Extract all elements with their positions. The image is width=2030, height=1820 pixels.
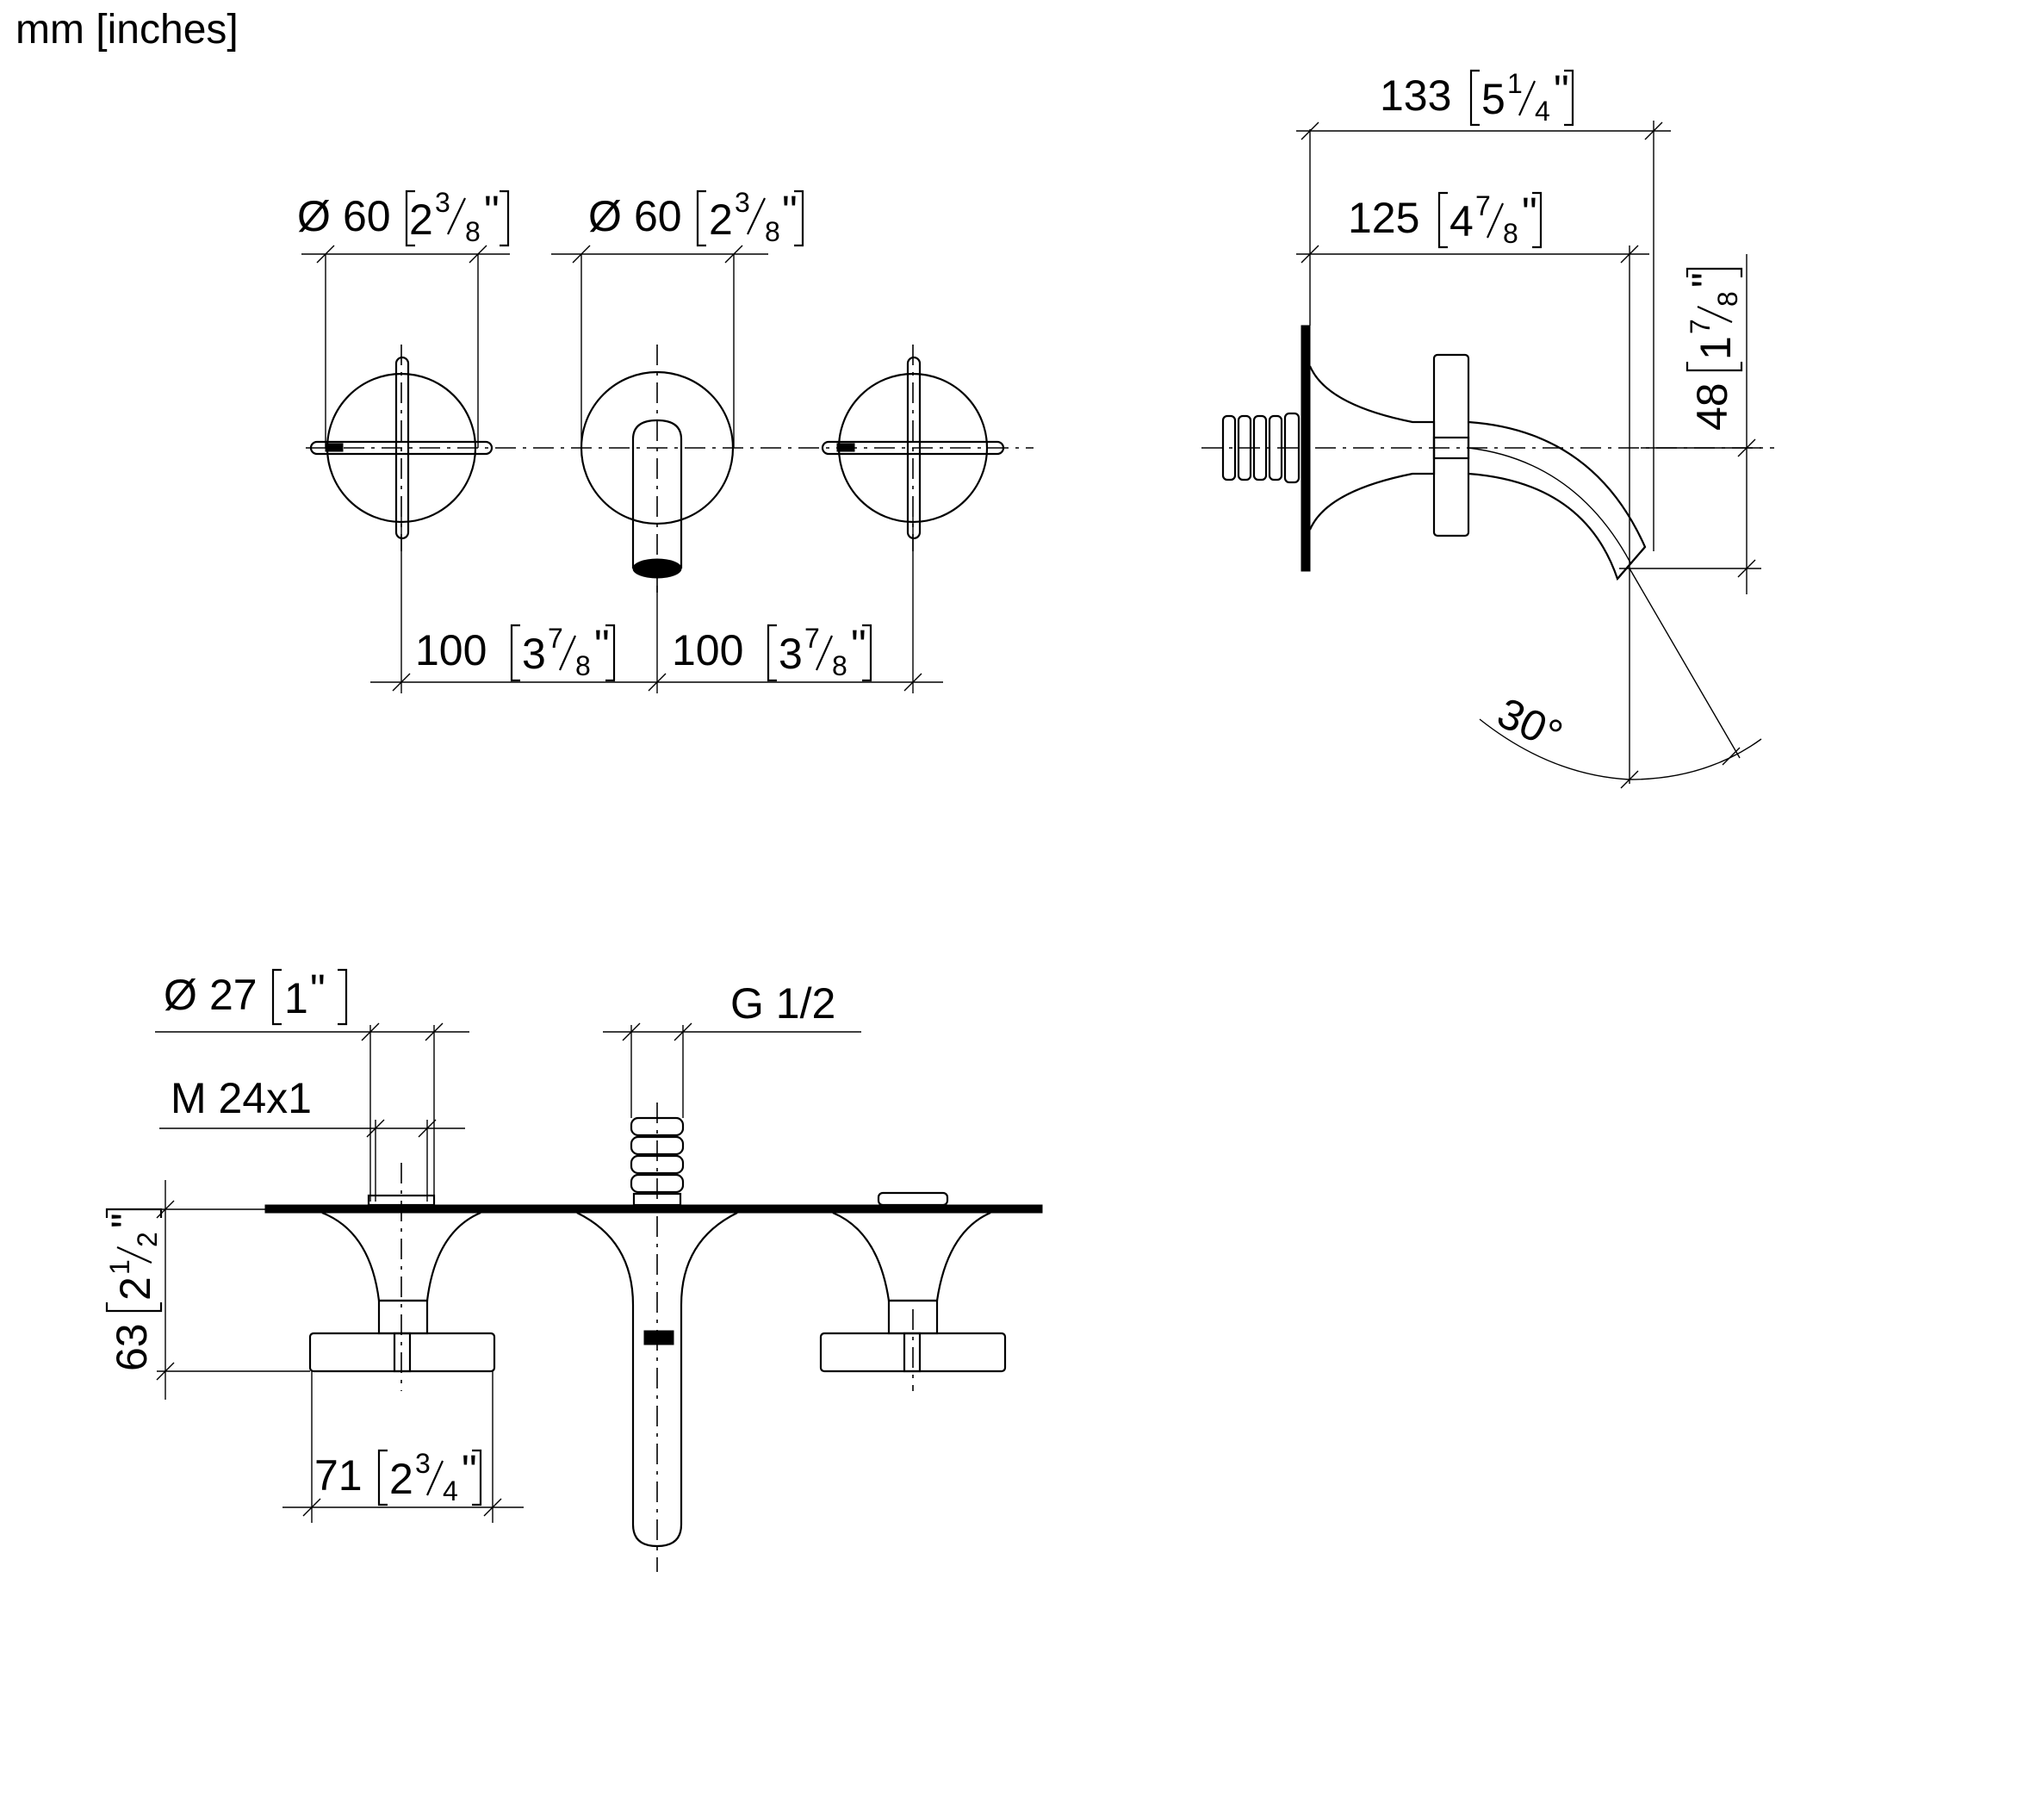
front-spout: [580, 345, 735, 594]
svg-text:Ø: Ø: [588, 192, 622, 240]
svg-text:63: 63: [108, 1323, 156, 1371]
dim-side-angle: 30°: [1479, 568, 1762, 789]
dim-plan-handle-width: 71 2 3 4 ": [282, 1371, 524, 1523]
svg-text:2: 2: [409, 196, 433, 244]
svg-text:": ": [310, 966, 326, 1014]
svg-text:3: 3: [435, 187, 450, 218]
svg-text:2: 2: [111, 1276, 159, 1301]
diameter-symbol: Ø: [297, 192, 331, 240]
svg-text:100: 100: [672, 626, 743, 674]
svg-text:7: 7: [1475, 190, 1491, 221]
svg-text:60: 60: [634, 192, 682, 240]
svg-text:G 1/2: G 1/2: [730, 979, 835, 1028]
dim-side-spout: 125 4 7 8 ": [1296, 189, 1649, 784]
plan-view: Ø 27 1 " M 24x1 G 1/2: [102, 966, 1043, 1572]
svg-text:100: 100: [415, 626, 487, 674]
svg-text:3: 3: [415, 1448, 431, 1479]
svg-text:4: 4: [1450, 197, 1474, 245]
svg-text:1: 1: [104, 1259, 135, 1275]
dim-side-overall: 133 5 1 4 ": [1296, 66, 1671, 551]
svg-text:": ": [1554, 66, 1569, 115]
svg-text:3: 3: [779, 630, 803, 678]
svg-text:3: 3: [735, 187, 750, 218]
side-thread-connector: [1221, 412, 1301, 484]
svg-text:": ": [462, 1446, 477, 1494]
dim-left-diameter: Ø 60 2 3 8 ": [297, 187, 510, 448]
svg-text:": ": [594, 621, 610, 669]
svg-text:4: 4: [443, 1475, 458, 1506]
dim-spacing-right: 100 3 7 8 ": [672, 517, 922, 693]
svg-text:7: 7: [548, 623, 563, 654]
svg-text:8: 8: [575, 650, 591, 681]
plan-spout: [576, 1103, 738, 1572]
svg-text:48: 48: [1688, 382, 1736, 431]
dim-plan-pipe-thread: G 1/2: [603, 979, 861, 1118]
svg-text:": ": [1522, 189, 1537, 237]
svg-text:8: 8: [1503, 218, 1518, 249]
svg-text:": ": [851, 621, 866, 669]
svg-text:": ": [102, 1213, 151, 1228]
svg-text:M 24x1: M 24x1: [171, 1074, 312, 1122]
svg-text:2: 2: [389, 1455, 413, 1503]
svg-text:2: 2: [709, 196, 733, 244]
svg-text:1: 1: [1692, 336, 1740, 360]
svg-text:8: 8: [832, 650, 847, 681]
svg-text:": ": [484, 187, 500, 235]
svg-text:8: 8: [765, 216, 780, 247]
units-label: mm [inches]: [16, 7, 239, 53]
svg-text:125: 125: [1348, 194, 1419, 242]
svg-text:1: 1: [1507, 68, 1523, 99]
svg-text:7: 7: [1685, 319, 1716, 334]
svg-text:4: 4: [1535, 96, 1550, 127]
dim-spout-diameter: Ø 60 2 3 8 ": [551, 187, 804, 448]
svg-text:60: 60: [343, 192, 391, 240]
svg-text:3: 3: [522, 630, 546, 678]
side-view: 133 5 1 4 " 125 4 7 8 ": [1201, 66, 1774, 789]
svg-text:30°: 30°: [1490, 688, 1569, 760]
plan-right-valve: [819, 1191, 1007, 1391]
svg-text:2: 2: [132, 1232, 163, 1247]
dim-plan-thread: M 24x1: [159, 1074, 465, 1202]
svg-text:7: 7: [804, 623, 820, 654]
svg-text:71: 71: [314, 1451, 363, 1500]
dim-plan-diameter: Ø 27 1 ": [155, 966, 469, 1202]
svg-text:27: 27: [209, 971, 258, 1019]
dim-spacing-left: 100 3 7 8 ": [370, 517, 943, 693]
dim-plan-projection: 63 2 1 2 ": [102, 1180, 310, 1400]
plan-left-valve: [308, 1163, 496, 1391]
svg-text:8: 8: [465, 216, 481, 247]
svg-text:133: 133: [1380, 71, 1451, 120]
dim-side-drop: 48 1 7 8 ": [1619, 254, 1761, 594]
front-view: Ø 60 2 3 8 " Ø 60 2 3 8 ": [297, 187, 1034, 693]
svg-text:5: 5: [1481, 75, 1505, 123]
svg-text:8: 8: [1712, 291, 1743, 307]
svg-text:": ": [1683, 272, 1731, 288]
svg-text:": ": [782, 187, 798, 235]
svg-text:Ø: Ø: [164, 971, 197, 1019]
svg-text:1: 1: [284, 974, 308, 1022]
